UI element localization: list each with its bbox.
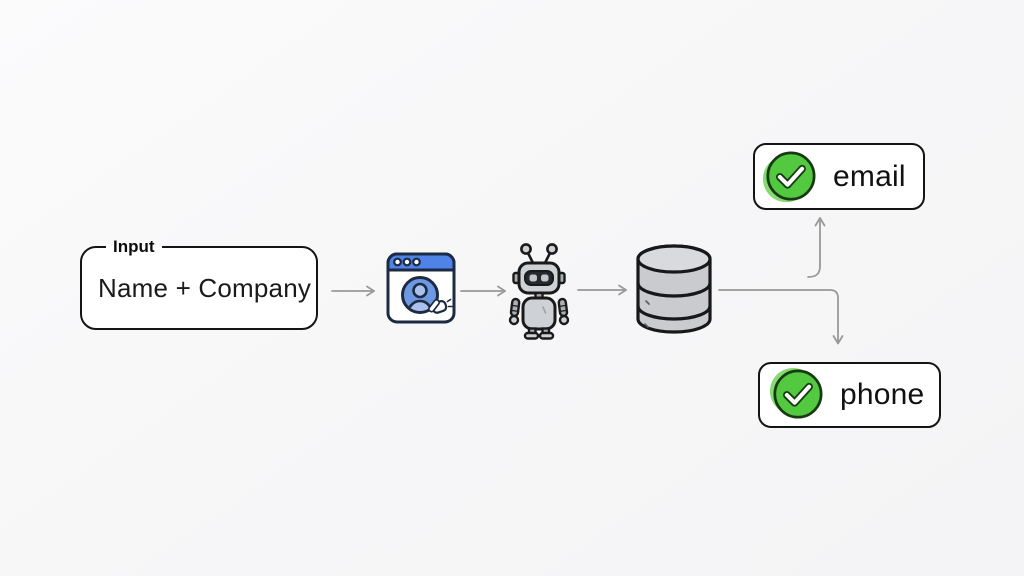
output-label-phone: phone [840, 378, 925, 411]
user-avatar-icon [401, 276, 439, 314]
check-circle-icon [769, 366, 825, 424]
output-badge-email: email [753, 143, 925, 210]
input-box: Input Name + Company [80, 238, 318, 330]
browser-titlebar [386, 252, 456, 272]
arrow-database-to-phone [718, 289, 839, 343]
output-badge-phone: phone [758, 362, 941, 428]
input-box-legend: Input [113, 237, 155, 256]
browser-window-dots-icon [393, 257, 421, 267]
robot-visor [524, 270, 554, 286]
robot-icon [506, 236, 572, 340]
output-label-email: email [833, 159, 906, 193]
click-hand-cursor-icon [428, 298, 453, 314]
browser-user-icon [386, 252, 456, 324]
database-icon [635, 244, 713, 334]
check-circle-icon [762, 148, 818, 206]
input-value-text: Name + Company [98, 273, 312, 303]
arrow-branch-to-email [807, 220, 821, 278]
